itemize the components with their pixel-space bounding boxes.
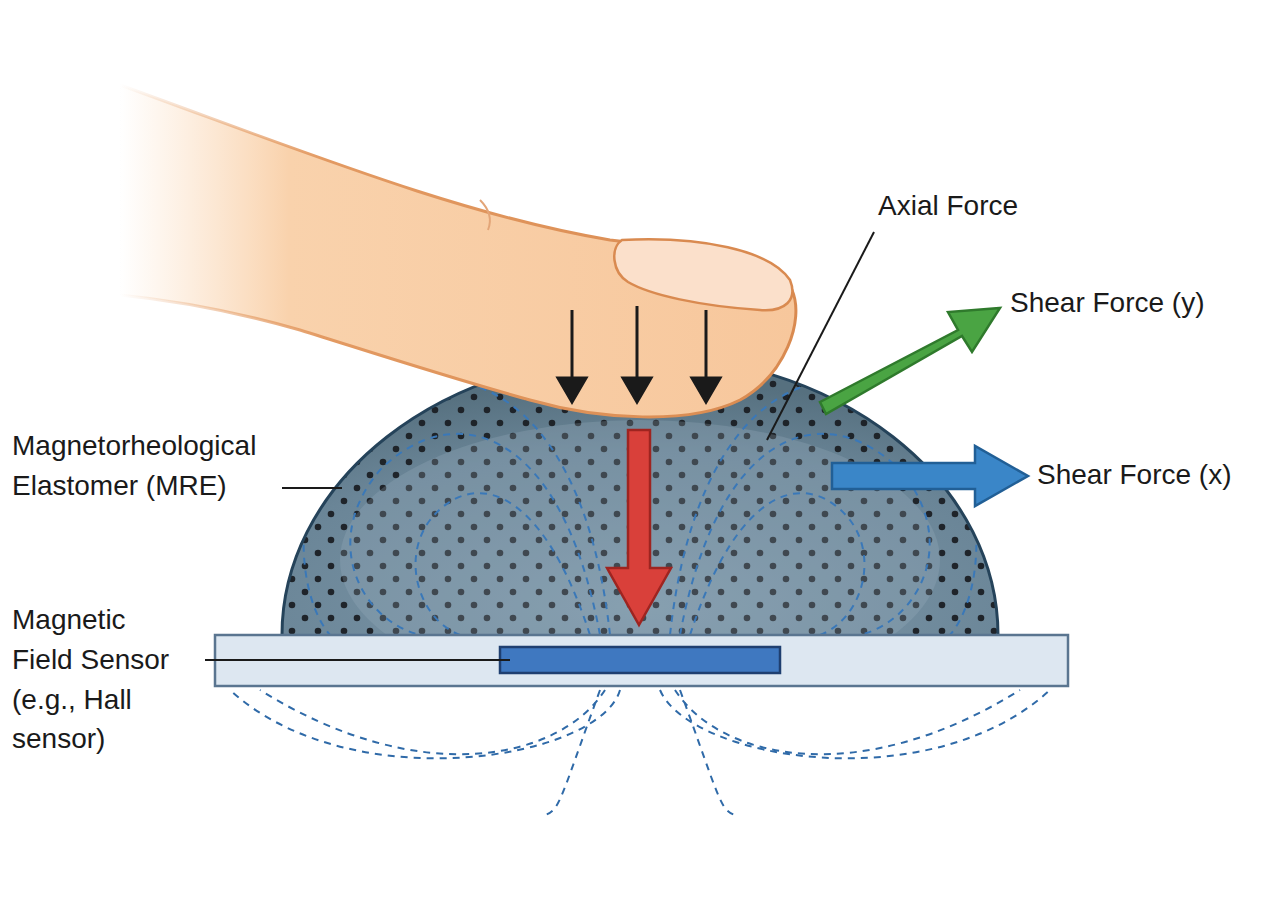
part-label: Shear Force (y) bbox=[1010, 283, 1270, 323]
axial-arrow bbox=[607, 430, 671, 625]
field-lines bbox=[230, 690, 1050, 815]
leader-lines bbox=[205, 232, 874, 660]
fingernail bbox=[614, 239, 792, 310]
part-label: Axial Force bbox=[878, 186, 1138, 226]
field-lines-inner bbox=[304, 380, 977, 635]
mre-outline bbox=[282, 355, 998, 635]
part-label: Magnetorheological Elastomer (MRE) bbox=[12, 426, 312, 506]
hall-sensor bbox=[500, 647, 780, 673]
finger bbox=[120, 85, 796, 417]
part-label: Shear Force (x) bbox=[1037, 455, 1277, 495]
shear-x-arrow bbox=[832, 446, 1028, 506]
shear-y-arrow bbox=[820, 308, 1000, 414]
press-arrows bbox=[558, 306, 720, 402]
part-label: Magnetic Field Sensor (e.g., Hall sensor… bbox=[12, 600, 194, 759]
